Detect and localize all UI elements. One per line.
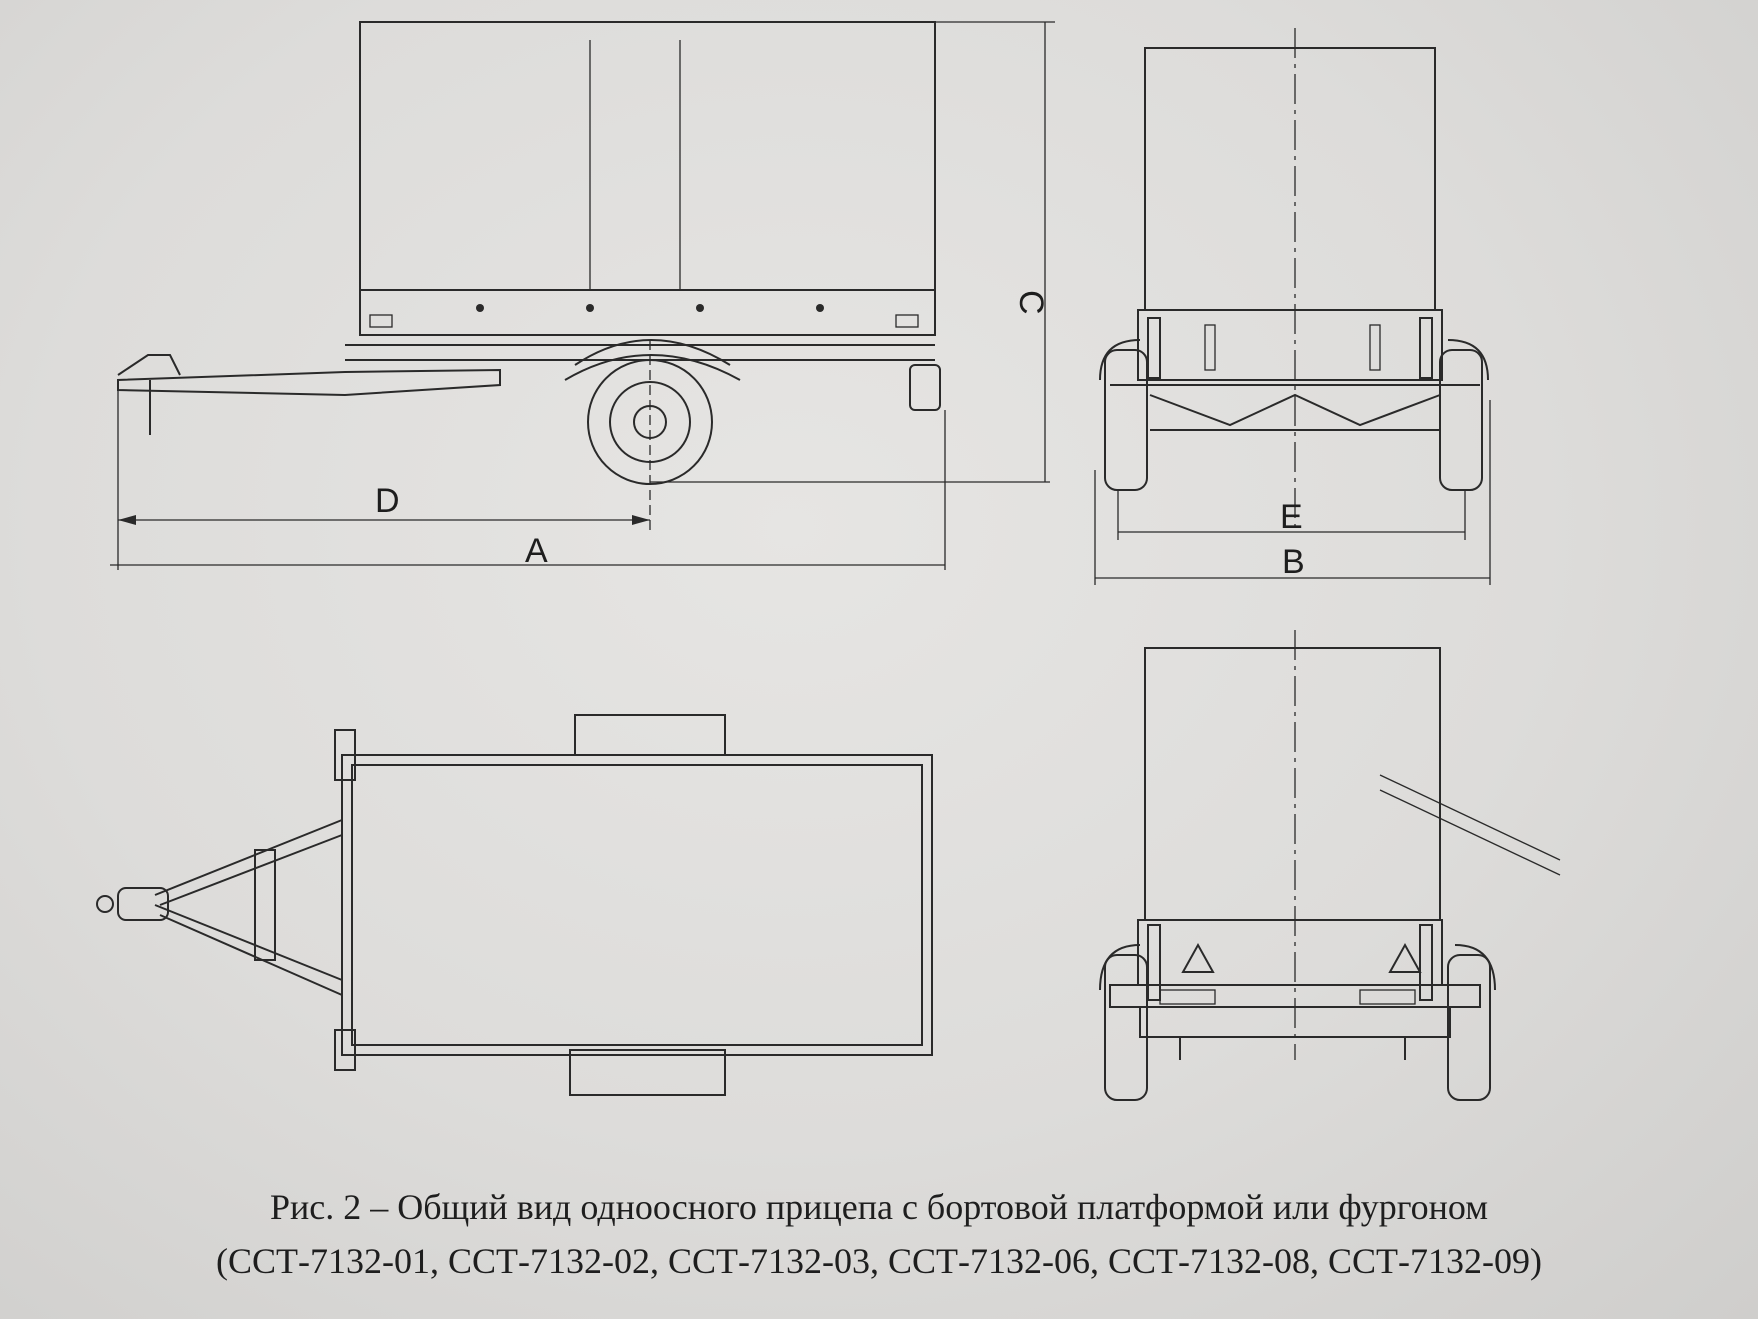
caption-line-1: Рис. 2 – Общий вид одноосного прицепа с … xyxy=(269,1187,1489,1227)
front-left-wheel xyxy=(1104,954,1148,1101)
front-right-wheel xyxy=(1447,954,1491,1101)
side-drawbar xyxy=(117,368,501,397)
top-fender-top xyxy=(574,714,726,756)
top-platform xyxy=(341,754,933,1056)
front-view xyxy=(1099,630,1561,1101)
dim-b-label: B xyxy=(1282,543,1305,581)
side-fender xyxy=(574,339,731,366)
top-coupler xyxy=(117,887,169,921)
rear-right-wheel xyxy=(1439,349,1483,491)
top-view xyxy=(96,714,933,1096)
dim-a-label: A xyxy=(525,532,548,570)
front-canopy xyxy=(1144,647,1441,921)
rear-view-canopy xyxy=(1094,28,1491,585)
top-drawbar-crossbar xyxy=(254,849,276,961)
front-warning-triangle-right xyxy=(1388,942,1422,973)
figure-caption: Рис. 2 – Общий вид одноосного прицепа с … xyxy=(0,1180,1758,1288)
dim-d-label: D xyxy=(375,482,400,520)
trailer-drawing: D A C E B xyxy=(96,21,1561,1101)
front-warning-triangle-left xyxy=(1181,942,1215,973)
rear-left-wheel xyxy=(1104,349,1148,491)
side-canopy xyxy=(359,21,936,291)
rear-canopy xyxy=(1144,47,1436,311)
side-board xyxy=(359,289,936,336)
top-fender-bottom xyxy=(569,1049,726,1096)
dim-c-label: C xyxy=(1012,290,1050,315)
caption-line-2: (ССТ-7132-01, ССТ-7132-02, ССТ-7132-03, … xyxy=(216,1241,1542,1281)
side-view xyxy=(110,21,1055,570)
dim-e-label: E xyxy=(1280,498,1303,536)
